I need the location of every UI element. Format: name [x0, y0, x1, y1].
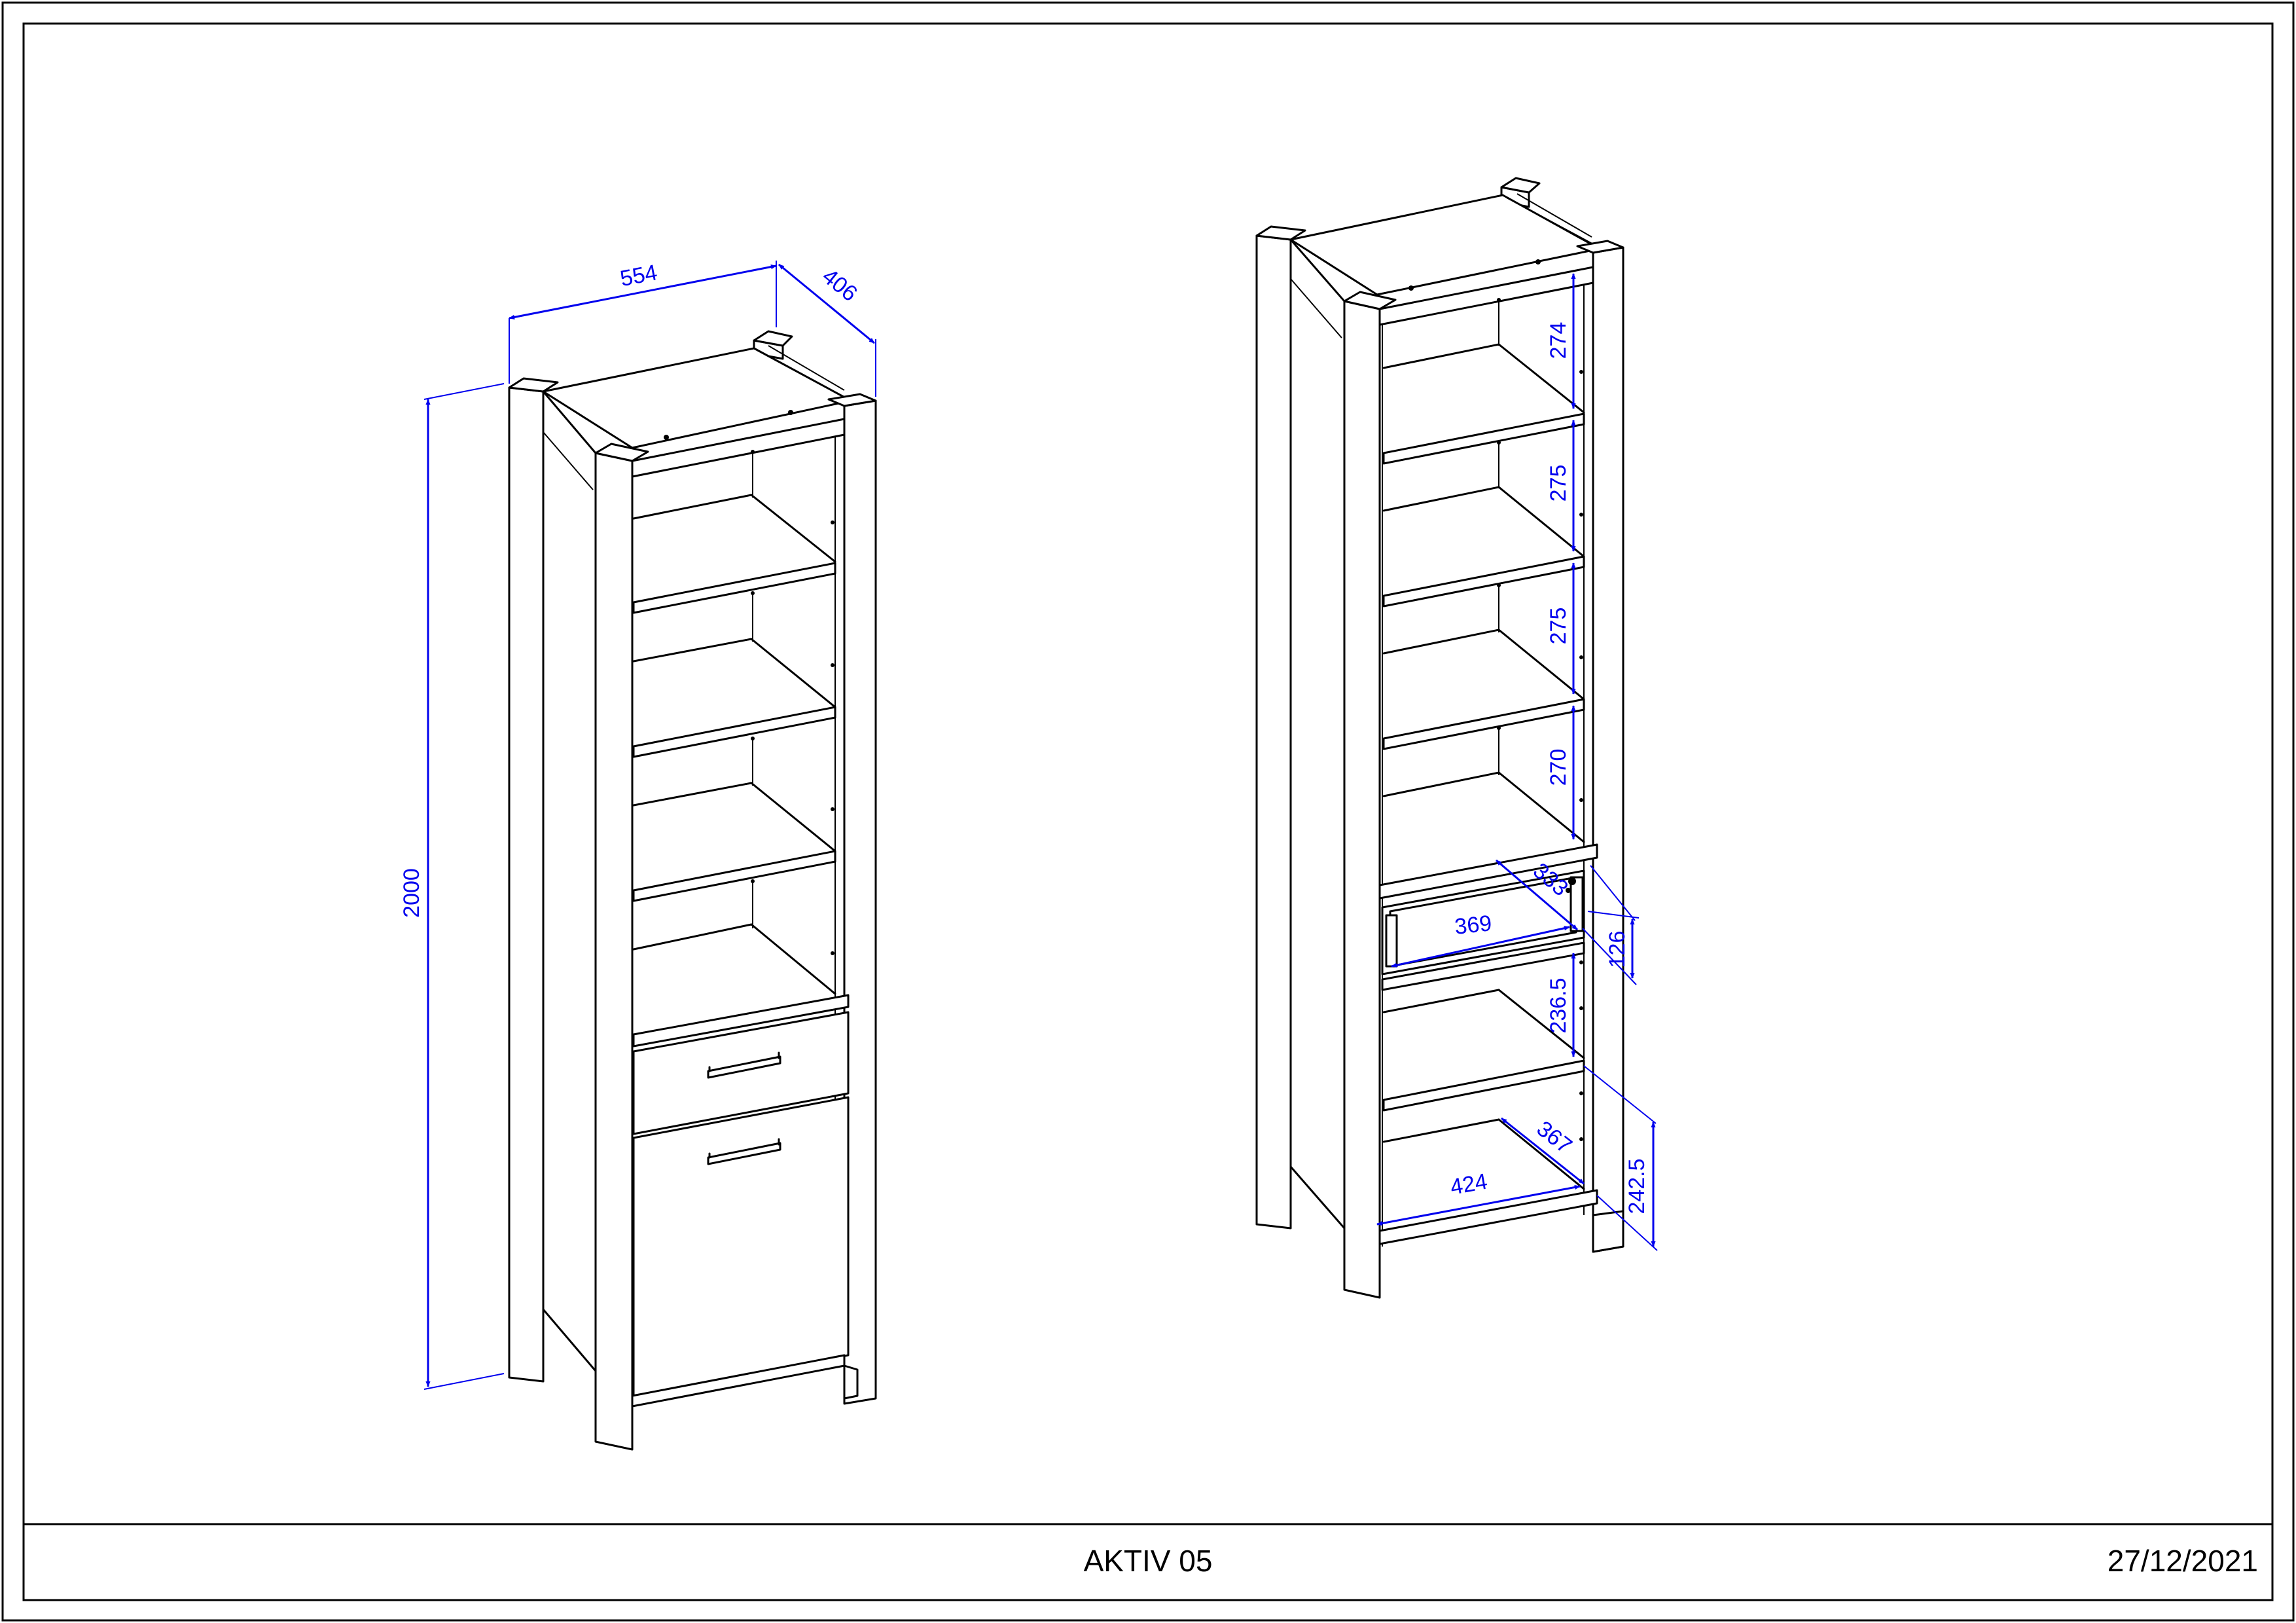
left-drawer[interactable]: [632, 1011, 850, 1135]
depth-dim-line: [778, 263, 875, 344]
lower-compartment-dim-label: 236.5: [1546, 977, 1571, 1033]
width-dim-line: [509, 264, 777, 319]
left-shelves: [632, 450, 850, 1048]
drawing-date: 27/12/2021: [2108, 1544, 2258, 1578]
drawer-width-dim-label: 369: [1454, 911, 1493, 939]
left-door[interactable]: [632, 1096, 850, 1397]
depth-dim-label: 406: [817, 264, 862, 306]
bottom-depth-dim-line: [1501, 1117, 1585, 1185]
drawing-title: AKTIV 05: [1084, 1544, 1213, 1578]
shelf-4-dim-label: 270: [1546, 749, 1571, 786]
bottom-height-dim-label: 242.5: [1624, 1158, 1649, 1214]
shelf-1-dim-label: 274: [1546, 322, 1571, 359]
shelf-2-dim-label: 275: [1546, 465, 1571, 502]
shelf-3-dim-label: 275: [1546, 608, 1571, 645]
drawer-depth-dim-line: [1496, 859, 1578, 931]
bottom-width-dim-line: [1376, 1184, 1581, 1226]
right-shelves: [1378, 298, 1598, 900]
width-dim-label: 554: [618, 260, 659, 291]
height-dim-label: 2000: [399, 868, 424, 918]
left-cabinet: [508, 330, 877, 1451]
drawer-height-dim-label: 126: [1605, 931, 1630, 968]
inner-border: [22, 22, 2274, 1601]
drawer-width-dim-line: [1391, 926, 1570, 968]
bottom-width-dim-label: 424: [1448, 1169, 1489, 1200]
